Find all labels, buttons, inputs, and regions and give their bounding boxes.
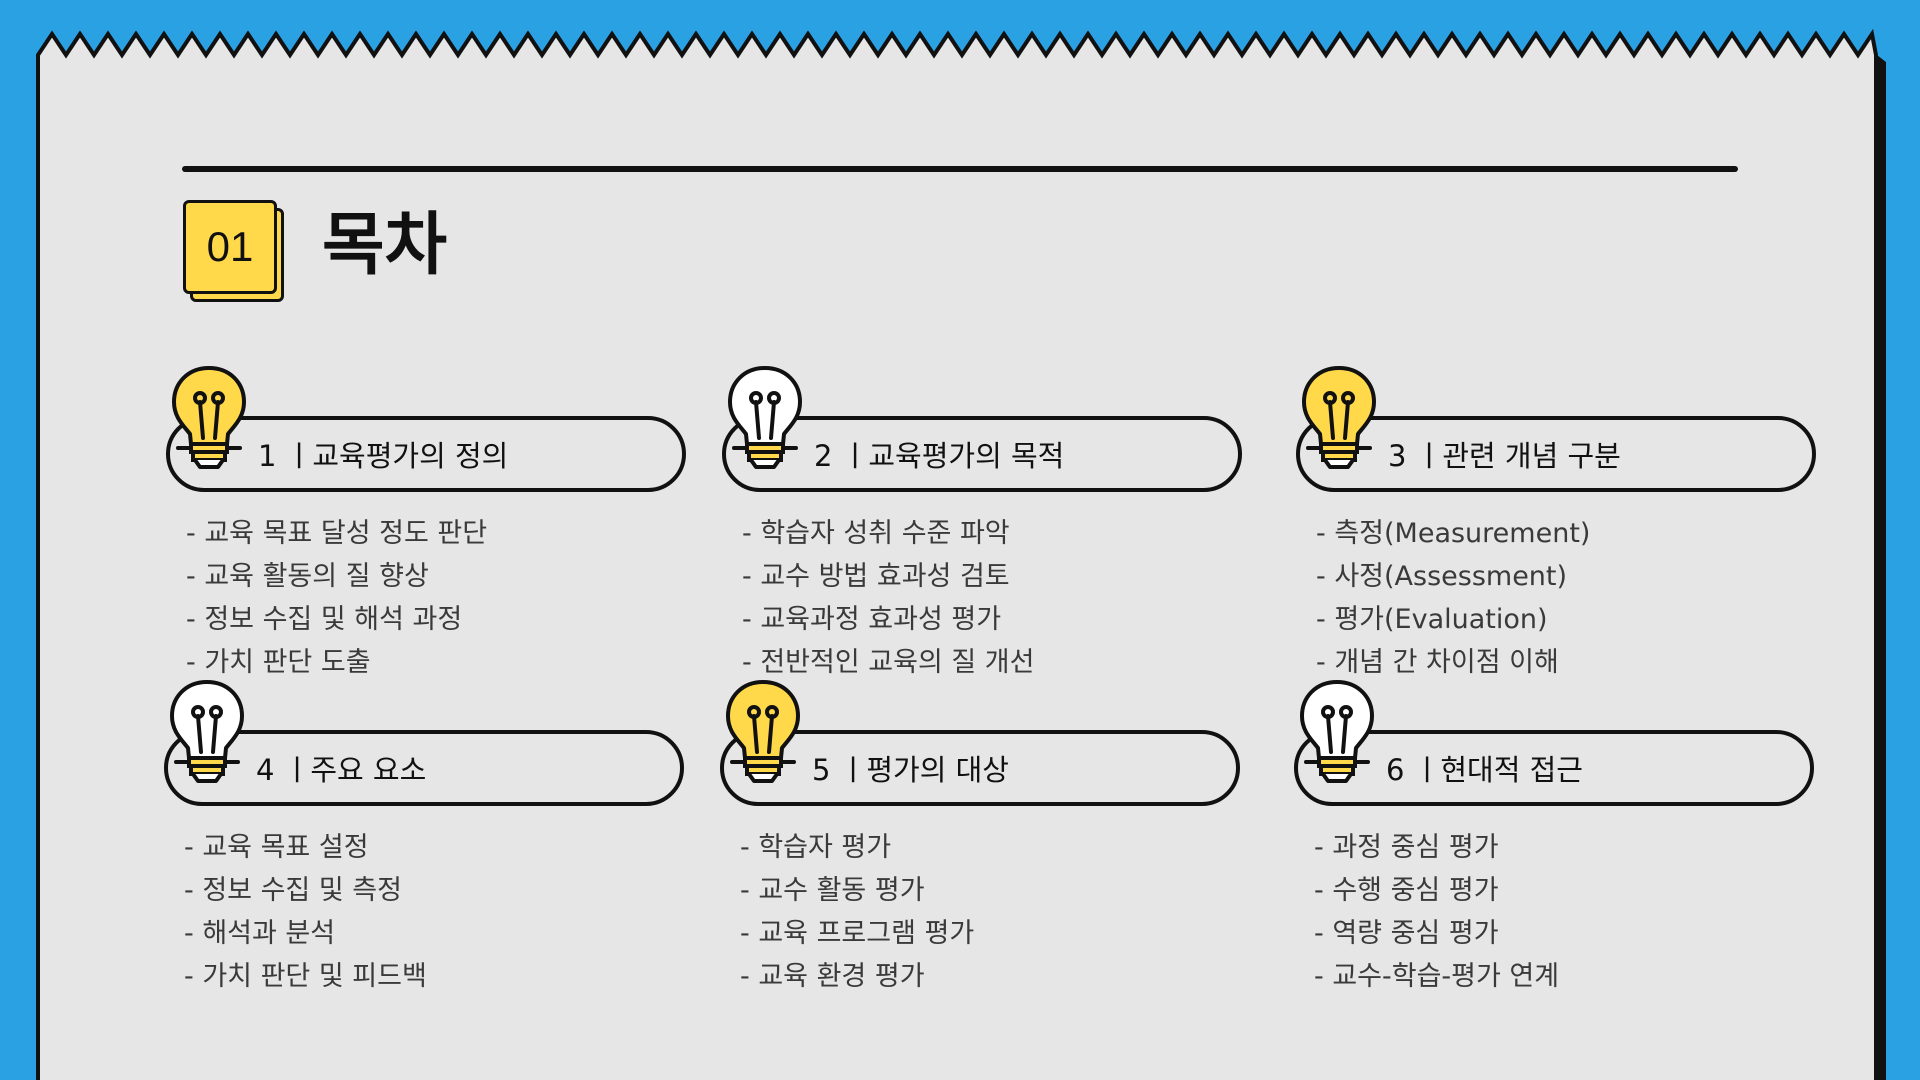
toc-item: - 학습자 평가 xyxy=(740,832,892,863)
toc-item-list: - 교육 목표 설정 - 정보 수집 및 측정 - 해석과 분석 - 가치 판단 및 … xyxy=(184,826,427,998)
toc-heading-label: 5 ㅣ평가의 대상 xyxy=(812,753,1009,787)
toc-item: - 교수-학습-평가 연계 xyxy=(1314,961,1560,992)
toc-item: - 전반적인 교육의 질 개선 xyxy=(742,647,1035,678)
toc-heading-label: 6 ㅣ현대적 접근 xyxy=(1386,753,1583,787)
toc-item: - 사정(Assessment) xyxy=(1316,561,1568,592)
lightbulb-icon xyxy=(1300,364,1378,476)
toc-item: - 교수 방법 효과성 검토 xyxy=(742,561,1010,592)
lightbulb-icon xyxy=(1298,678,1376,790)
toc-item: - 과정 중심 평가 xyxy=(1314,832,1499,863)
toc-item-list: - 교육 목표 달성 정도 판단 - 교육 활동의 질 향상 - 정보 수집 및 해… xyxy=(186,512,487,684)
toc-item: - 정보 수집 및 측정 xyxy=(184,875,402,906)
toc-item: - 수행 중심 평가 xyxy=(1314,875,1499,906)
toc-item: - 교육 활동의 질 향상 xyxy=(186,561,429,592)
toc-item: - 측정(Measurement) xyxy=(1316,518,1591,549)
toc-heading-pill xyxy=(720,730,1240,806)
toc-item: - 교육 목표 설정 xyxy=(184,832,369,863)
lightbulb-icon xyxy=(726,364,804,476)
toc-item: - 가치 판단 도출 xyxy=(186,647,371,678)
toc-item: - 개념 간 차이점 이해 xyxy=(1316,647,1559,678)
lightbulb-icon xyxy=(724,678,802,790)
section-number-badge: 01 xyxy=(183,200,277,294)
toc-heading-pill xyxy=(164,730,684,806)
toc-item-list: - 학습자 성취 수준 파악 - 교수 방법 효과성 검토 - 교육과정 효과성 평… xyxy=(742,512,1034,684)
toc-item: - 교육과정 효과성 평가 xyxy=(742,604,1002,635)
toc-heading-label: 1 ㅣ교육평가의 정의 xyxy=(258,439,509,473)
toc-heading-pill xyxy=(1294,730,1814,806)
toc-item: - 해석과 분석 xyxy=(184,918,336,949)
toc-item-list: - 측정(Measurement) - 사정(Assessment) - 평가(Ev… xyxy=(1316,512,1590,684)
toc-item-list: - 학습자 평가 - 교수 활동 평가 - 교육 프로그램 평가 - 교육 환경 평가 xyxy=(740,826,974,998)
lightbulb-icon xyxy=(168,678,246,790)
toc-item: - 평가(Evaluation) xyxy=(1316,604,1548,635)
section-divider xyxy=(182,166,1738,172)
toc-item: - 교육 프로그램 평가 xyxy=(740,918,975,949)
toc-heading-pill xyxy=(1296,416,1816,492)
toc-item-list: - 과정 중심 평가 - 수행 중심 평가 - 역량 중심 평가 - 교수-학습-평가… xyxy=(1314,826,1559,998)
lightbulb-icon xyxy=(170,364,248,476)
toc-heading-label: 3 ㅣ관련 개념 구분 xyxy=(1388,439,1621,473)
toc-heading-label: 4 ㅣ주요 요소 xyxy=(256,753,427,787)
toc-item: - 정보 수집 및 해석 과정 xyxy=(186,604,463,635)
toc-item: - 교육 환경 평가 xyxy=(740,961,925,992)
toc-item: - 교수 활동 평가 xyxy=(740,875,925,906)
toc-item: - 가치 판단 및 피드백 xyxy=(184,961,427,992)
toc-heading-pill xyxy=(166,416,686,492)
toc-item: - 역량 중심 평가 xyxy=(1314,918,1499,949)
toc-heading-label: 2 ㅣ교육평가의 목적 xyxy=(814,439,1065,473)
toc-item: - 교육 목표 달성 정도 판단 xyxy=(186,518,488,549)
toc-item: - 학습자 성취 수준 파악 xyxy=(742,518,1010,549)
page-title: 목차 xyxy=(322,206,448,285)
toc-heading-pill xyxy=(722,416,1242,492)
